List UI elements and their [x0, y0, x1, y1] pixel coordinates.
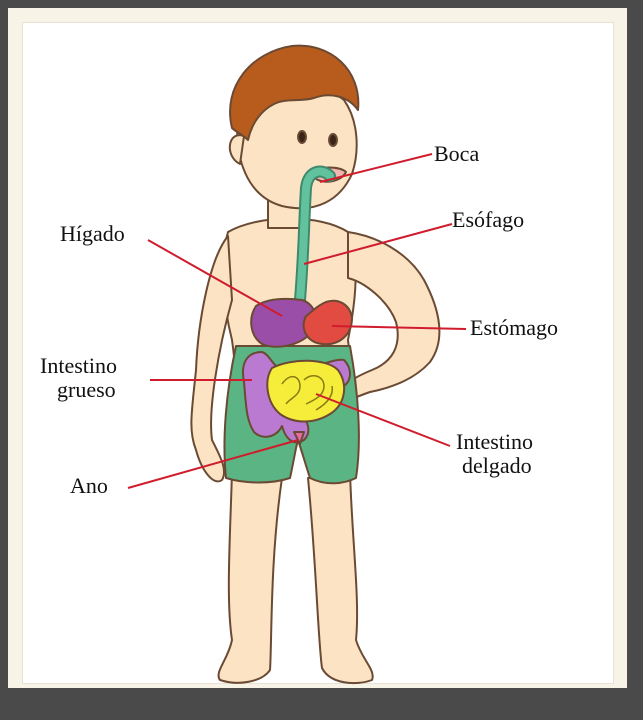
label-esofago: Esófago — [452, 208, 524, 232]
label-higado: Hígado — [60, 222, 125, 246]
left-leg — [219, 472, 282, 683]
right-leg — [308, 472, 373, 683]
label-boca: Boca — [434, 142, 479, 166]
eye-right — [329, 134, 337, 146]
label-intestino-grueso-1: Intestino — [40, 354, 117, 378]
eye-left — [298, 131, 306, 143]
label-intestino-delgado-1: Intestino — [456, 430, 533, 454]
label-ano: Ano — [70, 474, 108, 498]
label-intestino-delgado-2: delgado — [462, 454, 532, 478]
label-estomago: Estómago — [470, 316, 558, 340]
label-intestino-grueso-2: grueso — [57, 378, 116, 402]
